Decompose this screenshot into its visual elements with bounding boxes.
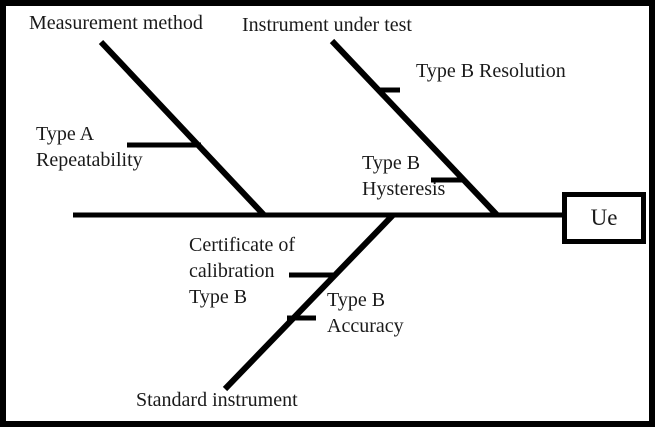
bone-label-instrument-under-test: Instrument under test [242,14,412,36]
cause-label-certificate-of-calibration-type-b: Certificate of calibration Type B [189,232,295,310]
cause-line: Repeatability [36,149,143,171]
cause-label-type-b-hysteresis: Type B Hysteresis [362,150,445,202]
bone-label-measurement-method: Measurement method [29,12,203,34]
cause-line: Type A [36,123,95,145]
bone-label-standard-instrument: Standard instrument [136,389,298,411]
cause-line: calibration [189,260,275,282]
bone-standard-instrument-line [222,212,396,392]
bone-measurement-method-line [98,39,267,218]
cause-line: Type B [189,286,248,308]
cause-label-type-b-accuracy: Type B Accuracy [327,287,404,339]
cause-line: Type B [362,152,421,174]
effect-label: Ue [590,205,618,230]
effect-box: Ue [562,192,646,244]
bone-instrument-under-test-line [329,38,500,218]
cause-line: Hysteresis [362,178,446,200]
cause-label-type-b-resolution: Type B Resolution [416,60,566,82]
cause-line: Accuracy [327,315,404,337]
cause-line: Certificate of [189,234,296,256]
cause-line: Type B [327,289,386,311]
cause-label-type-a-repeatability: Type A Repeatability [36,121,143,173]
